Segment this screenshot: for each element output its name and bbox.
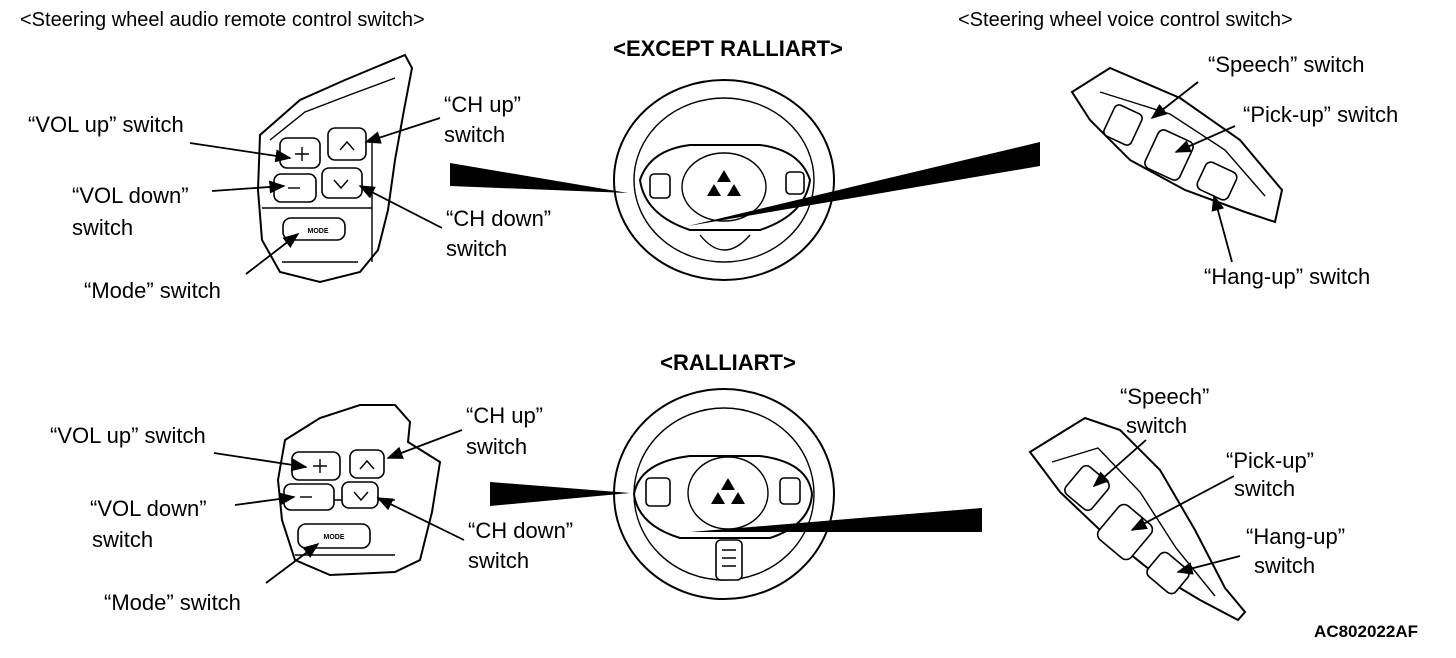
top-pickup-label: “Pick-up” switch — [1243, 102, 1398, 127]
top-pickup-leader — [1174, 125, 1236, 153]
bottom-ch-down-button[interactable] — [341, 481, 379, 509]
bottom-vol-down-leader — [234, 492, 296, 506]
header-voice-switch: <Steering wheel voice control switch> — [958, 9, 1293, 31]
top-ch-up-button[interactable] — [327, 127, 367, 161]
top-vol-up-leader — [189, 142, 292, 163]
bottom-steering-wheel — [613, 388, 835, 600]
bottom-ch-down-label-2: switch — [468, 548, 529, 573]
top-mode-label: “Mode” switch — [84, 278, 221, 303]
bottom-vol-up-label: “VOL up” switch — [50, 423, 206, 448]
top-vol-down-label-2: switch — [72, 215, 133, 240]
bottom-ch-up-leader — [386, 429, 463, 459]
bottom-ch-up-label-2: switch — [466, 434, 527, 459]
top-hangup-button[interactable] — [1195, 160, 1238, 202]
top-ch-down-label-1: “CH down” — [446, 206, 551, 231]
section-except-ralliart: <EXCEPT RALLIART> — [613, 36, 843, 61]
top-ch-up-leader — [364, 117, 441, 144]
bottom-wheel-voice-buttons — [779, 477, 801, 505]
bottom-vol-down-label-1: “VOL down” — [90, 496, 207, 521]
bottom-ch-down-leader — [376, 497, 465, 541]
top-ch-down-label-2: switch — [446, 236, 507, 261]
bottom-vol-up-leader — [213, 452, 308, 472]
bottom-audio-switch-panel: MODE — [276, 404, 442, 577]
top-voice-switch-panel — [1070, 66, 1284, 224]
bottom-voice-callout-wedge — [690, 508, 982, 532]
top-steering-wheel — [613, 79, 835, 281]
bottom-hangup-leader — [1176, 555, 1241, 575]
bottom-ch-up-button[interactable] — [349, 449, 385, 479]
top-mode-button-text: MODE — [308, 228, 329, 235]
top-vol-up-label: “VOL up” switch — [28, 112, 184, 137]
top-wheel-audio-buttons — [649, 173, 671, 199]
top-vol-down-label-1: “VOL down” — [72, 183, 189, 208]
top-ch-down-button[interactable] — [321, 167, 363, 199]
top-vol-down-leader — [211, 180, 286, 194]
bottom-mode-leader — [265, 543, 320, 584]
top-ch-down-leader — [358, 185, 443, 229]
top-audio-callout-wedge — [450, 163, 628, 193]
top-mode-leader — [245, 233, 300, 275]
top-ch-up-label-1: “CH up” — [444, 92, 521, 117]
top-speech-label: “Speech” switch — [1208, 52, 1365, 77]
top-speech-leader — [1150, 81, 1199, 119]
bottom-hangup-label-1: “Hang-up” — [1246, 524, 1345, 549]
bottom-speech-label-1: “Speech” — [1120, 384, 1209, 409]
top-voice-callout-wedge — [688, 142, 1040, 226]
top-vol-up-button[interactable] — [279, 137, 321, 169]
bottom-pickup-leader — [1130, 475, 1235, 531]
bottom-ch-up-label-1: “CH up” — [466, 403, 543, 428]
bottom-speech-label-2: switch — [1126, 413, 1187, 438]
bottom-mode-button[interactable] — [297, 523, 371, 549]
bottom-mode-label: “Mode” switch — [104, 590, 241, 615]
top-ch-up-label-2: switch — [444, 122, 505, 147]
section-ralliart: <RALLIART> — [660, 350, 796, 375]
top-wheel-voice-buttons — [785, 171, 805, 195]
bottom-pickup-label-2: switch — [1234, 476, 1295, 501]
bottom-vol-down-label-2: switch — [92, 527, 153, 552]
top-speech-button[interactable] — [1102, 103, 1144, 146]
header-audio-switch: <Steering wheel audio remote control swi… — [20, 9, 425, 31]
figure-code: AC802022AF — [1314, 622, 1418, 641]
bottom-wheel-audio-buttons — [645, 477, 671, 507]
top-hangup-label: “Hang-up” switch — [1204, 264, 1370, 289]
top-hangup-leader — [1211, 194, 1233, 263]
bottom-mode-button-text: MODE — [324, 534, 345, 541]
bottom-speech-leader — [1092, 439, 1147, 488]
bottom-ch-down-label-1: “CH down” — [468, 518, 573, 543]
bottom-audio-callout-wedge — [490, 482, 630, 506]
bottom-pickup-label-1: “Pick-up” — [1226, 448, 1314, 473]
bottom-hangup-label-2: switch — [1254, 553, 1315, 578]
